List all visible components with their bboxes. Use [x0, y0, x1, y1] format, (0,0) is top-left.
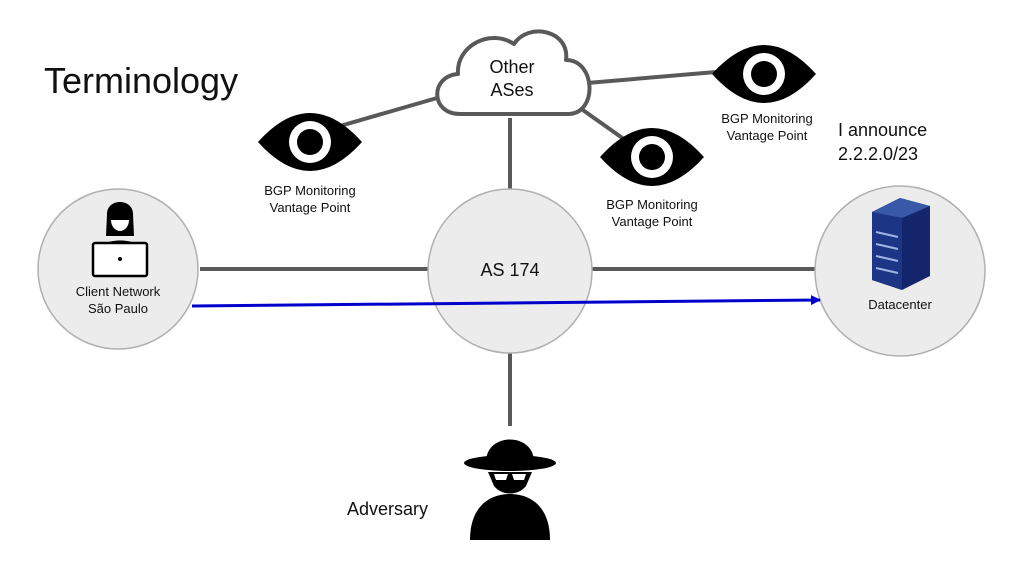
vantage-point-label-line1: BGP Monitoring: [606, 197, 698, 212]
eye-icon: [258, 113, 362, 171]
eye-icon: [712, 45, 816, 103]
link-cloud-vp2: [578, 106, 630, 144]
announcement-line1: I announce: [838, 120, 928, 140]
vantage-point-label: BGP Monitoring Vantage Point: [707, 110, 827, 144]
adversary-label: Adversary: [347, 499, 429, 519]
person-laptop-icon: [91, 202, 149, 278]
links: [200, 70, 818, 426]
link-cloud-vp3: [586, 70, 717, 85]
cloud-label-line2: ASes: [490, 80, 534, 100]
cloud-icon: [435, 29, 592, 116]
cloud-label: Other ASes: [470, 56, 554, 102]
vantage-point-label-line2: Vantage Point: [611, 214, 693, 229]
as-174-label: AS 174: [480, 260, 540, 280]
vantage-point-label: BGP Monitoring Vantage Point: [592, 196, 712, 230]
vantage-point-label-line2: Vantage Point: [269, 200, 351, 215]
vantage-point-label-line1: BGP Monitoring: [264, 183, 356, 198]
datacenter-label: Datacenter: [868, 297, 932, 312]
cloud-label-line1: Other: [489, 57, 535, 77]
vantage-point-label: BGP Monitoring Vantage Point: [250, 182, 370, 216]
announcement-prefix: 2.2.2.0/23: [838, 144, 919, 164]
as-174-node: [427, 188, 593, 354]
eye-icon: [600, 128, 704, 186]
vantage-point-label-line1: BGP Monitoring: [721, 111, 813, 126]
traffic-arrow: [191, 295, 821, 308]
announcement-text: I announce 2.2.2.0/23: [838, 118, 927, 166]
page-title: Terminology: [44, 60, 239, 101]
client-network-label: Client Network São Paulo: [58, 283, 178, 317]
client-network-label-line2: São Paulo: [88, 301, 148, 316]
server-icon: [872, 198, 930, 290]
client-network-label-line1: Client Network: [75, 284, 161, 299]
vantage-point-label-line2: Vantage Point: [726, 128, 808, 143]
spy-icon: [464, 439, 556, 540]
link-cloud-vp1: [339, 96, 438, 128]
